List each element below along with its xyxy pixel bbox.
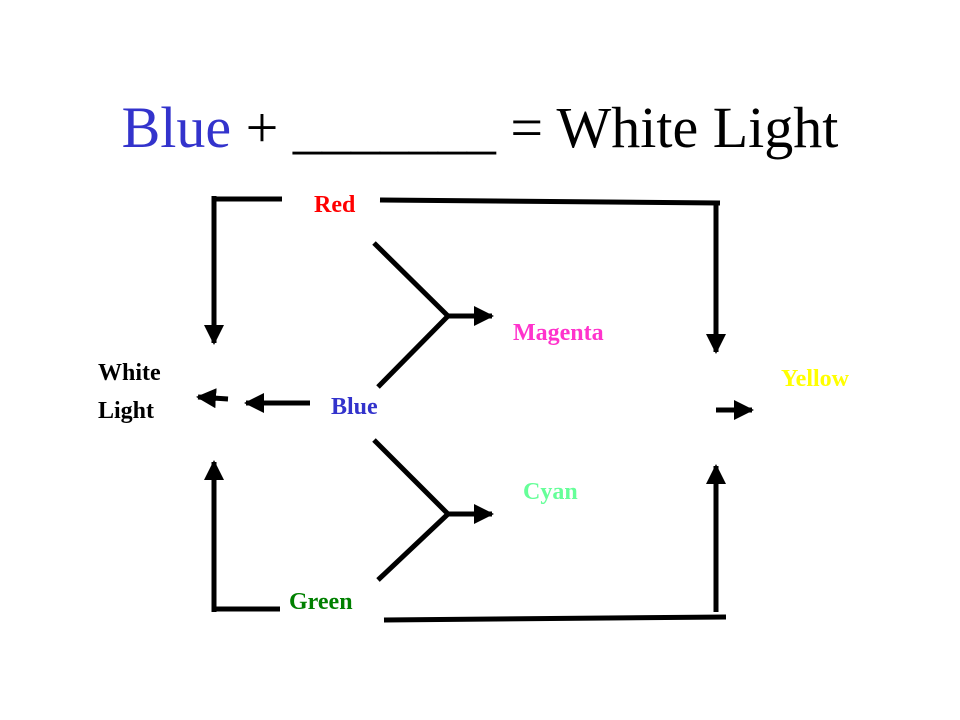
title-highlight-blue: Blue <box>121 95 232 160</box>
node-white-light-label-line2: Light <box>98 398 154 424</box>
edge-blue-to-cyan <box>372 438 494 524</box>
edge-green-to-cyan <box>376 512 450 582</box>
slide-title: Blue + _______ = White Light <box>0 90 960 166</box>
edge-red-to-yellow <box>379 197 726 354</box>
title-rest: + _______ = White Light <box>231 95 839 160</box>
node-white-light-label-line1: White <box>98 360 161 386</box>
node-blue-label: Blue <box>331 394 378 420</box>
edge-blue-to-magenta <box>376 314 450 389</box>
node-green-label: Green <box>289 589 353 615</box>
node-yellow-label: Yellow <box>781 366 850 392</box>
edge-green-to-white-light <box>204 460 280 612</box>
node-magenta-label: Magenta <box>513 320 604 346</box>
edge-red-to-white-light <box>204 196 282 345</box>
node-cyan-label: Cyan <box>523 479 578 505</box>
edge-green-to-yellow <box>383 400 754 623</box>
edge-red-to-magenta <box>372 241 494 326</box>
edge-blue-to-white-light <box>196 388 310 413</box>
node-red-label: Red <box>314 192 356 218</box>
